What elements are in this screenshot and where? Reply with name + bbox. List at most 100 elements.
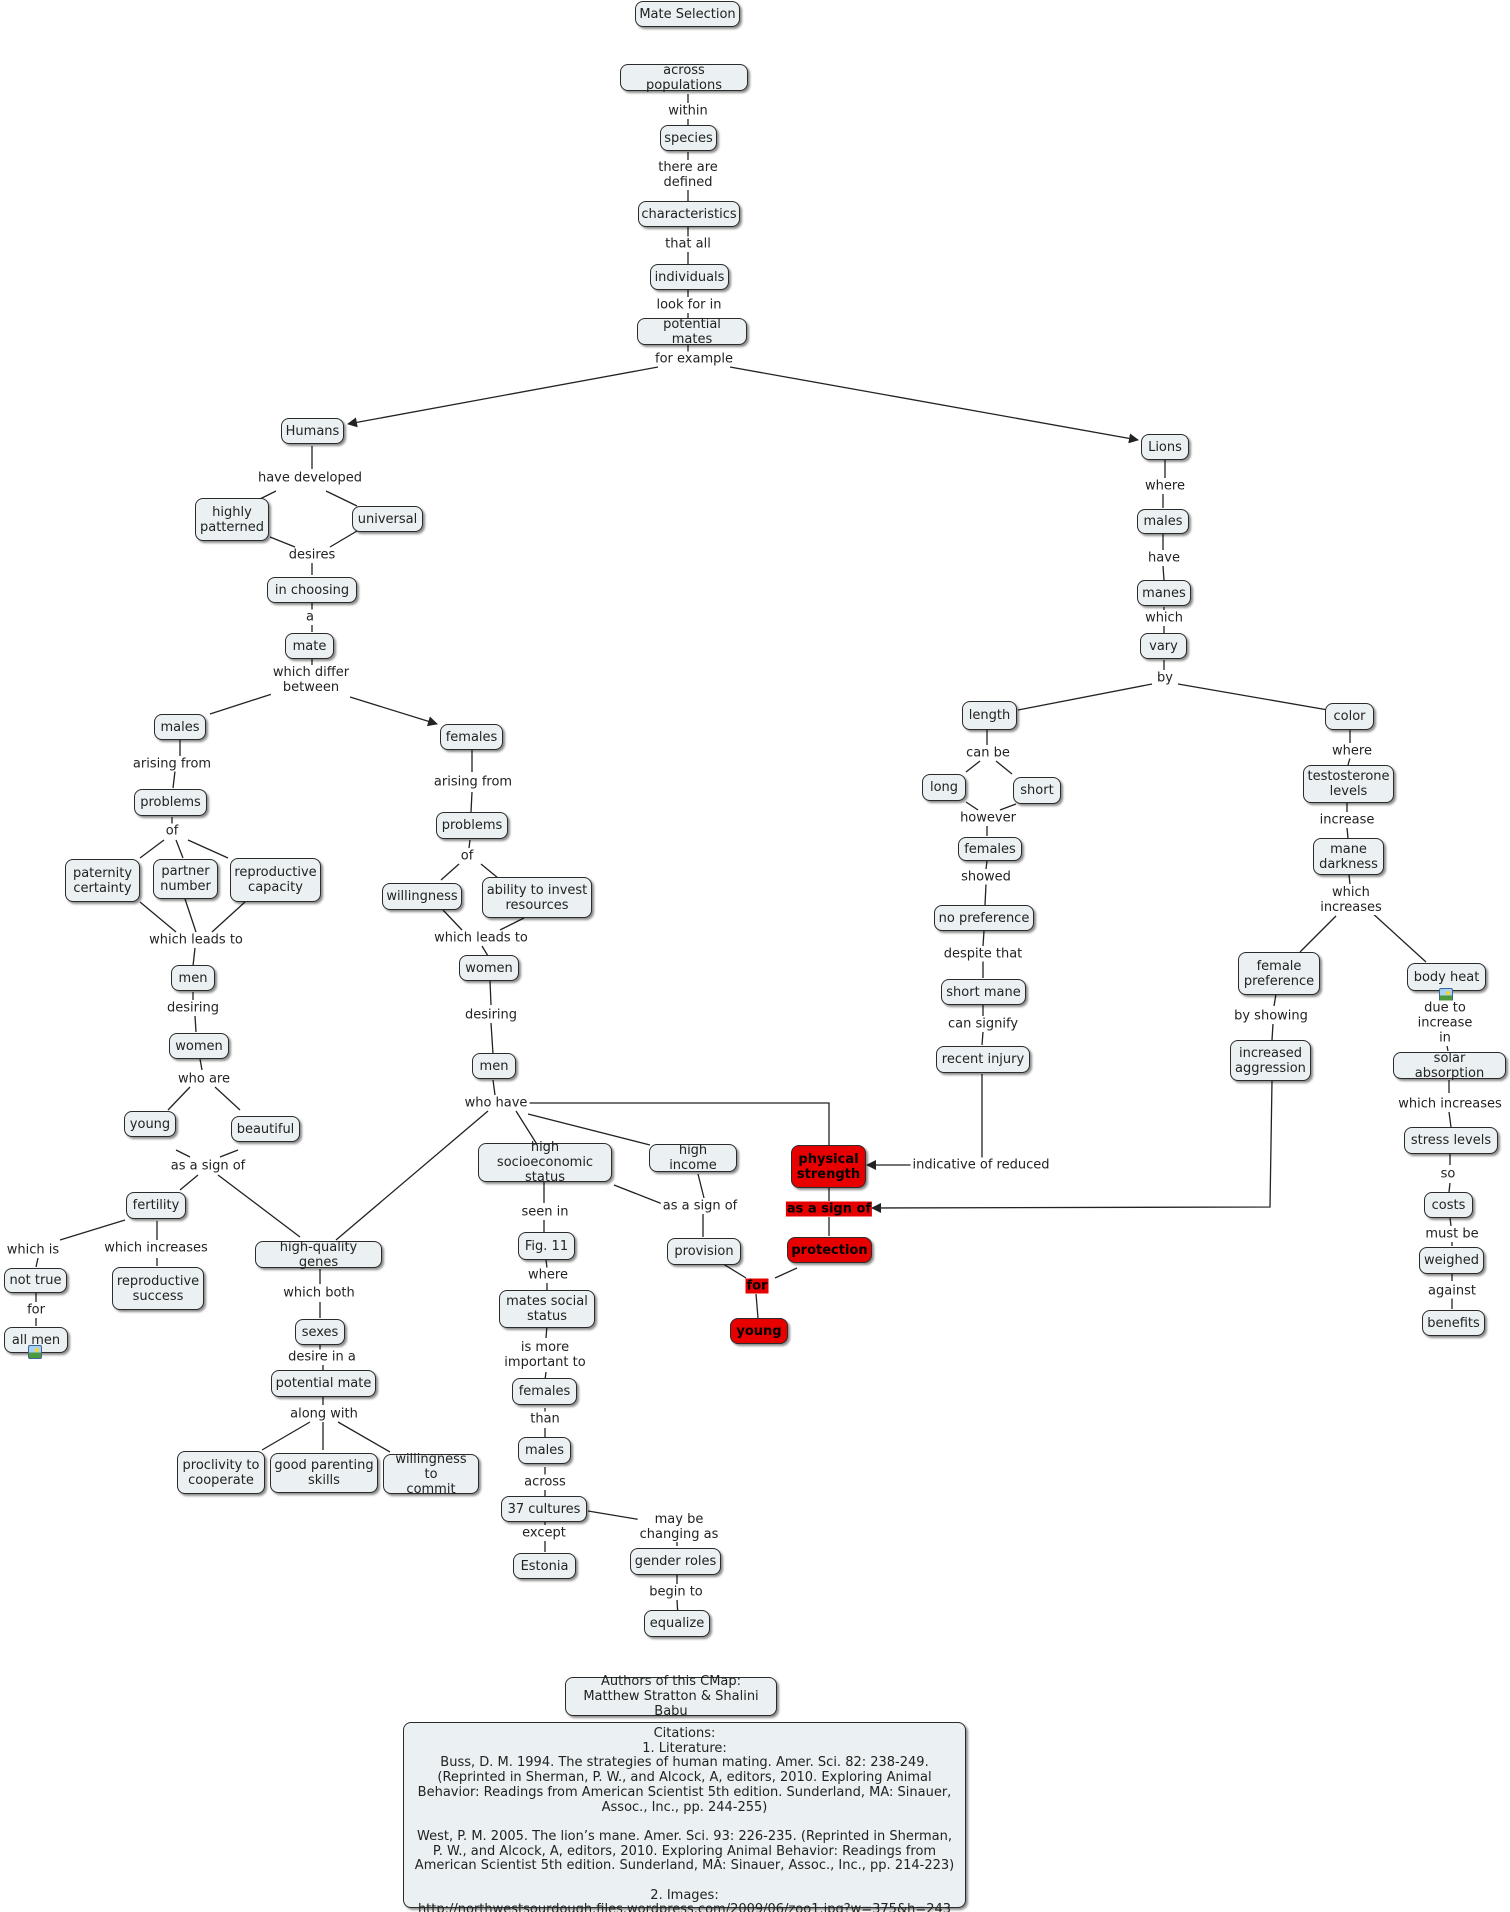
citations-box: Citations: 1. Literature: Buss, D. M. 19… — [403, 1722, 966, 1912]
link-label: look for in — [654, 297, 724, 313]
concept-males-status[interactable]: males — [518, 1437, 571, 1464]
concept-young[interactable]: young — [124, 1111, 176, 1137]
concept-potential-mate[interactable]: potential mate — [271, 1370, 376, 1397]
concept-willingness[interactable]: willingness — [382, 883, 462, 910]
link-label: as a sign of — [168, 1158, 248, 1174]
concept-increased-aggression[interactable]: increased aggression — [1230, 1040, 1311, 1081]
concept-weighed[interactable]: weighed — [1419, 1247, 1484, 1274]
link-label: is more important to — [502, 1340, 588, 1370]
concept-equalize[interactable]: equalize — [644, 1610, 710, 1637]
concept-short[interactable]: short — [1013, 777, 1061, 804]
concept-potential-mates[interactable]: potential mates — [637, 317, 747, 347]
concept-mates-social-status[interactable]: mates social status — [499, 1290, 595, 1328]
concept-willingness-to-commit[interactable]: willingness to commit — [383, 1452, 479, 1497]
concept-manes[interactable]: manes — [1137, 580, 1191, 606]
concept-lions[interactable]: Lions — [1141, 434, 1189, 460]
concept-individuals[interactable]: individuals — [650, 264, 729, 290]
concept-good-parenting-skills[interactable]: good parenting skills — [270, 1453, 378, 1493]
link-label: may be changing as — [637, 1512, 721, 1542]
concept-men-males[interactable]: men — [171, 965, 215, 991]
concept-female-preference[interactable]: female preference — [1238, 952, 1320, 995]
concept-vary[interactable]: vary — [1140, 633, 1187, 659]
link-label: within — [666, 103, 710, 119]
concept-males-lions[interactable]: males — [1137, 509, 1189, 534]
concept-high-quality-genes[interactable]: high-quality genes — [255, 1240, 382, 1270]
concept-highly-patterned[interactable]: highly patterned — [195, 498, 269, 541]
concept-body-heat[interactable]: body heat — [1407, 963, 1486, 991]
concept-species[interactable]: species — [660, 125, 717, 151]
link-label: which increases — [1318, 885, 1384, 915]
concept-characteristics[interactable]: characteristics — [638, 201, 740, 227]
link-label: a — [304, 609, 316, 625]
concept-mate-selection[interactable]: Mate Selection — [635, 1, 740, 27]
concept-women-males[interactable]: women — [169, 1033, 229, 1059]
link-label: however — [958, 810, 1018, 826]
link-label: that all — [663, 236, 713, 252]
concept-solar-absorption[interactable]: solar absorption — [1393, 1051, 1506, 1081]
concept-mane-darkness[interactable]: mane darkness — [1313, 838, 1384, 875]
concept-young-red[interactable]: young — [730, 1318, 788, 1344]
concept-mate[interactable]: mate — [285, 633, 334, 659]
concept-females-status[interactable]: females — [512, 1378, 577, 1405]
link-label: begin to — [647, 1584, 705, 1600]
link-label: against — [1426, 1283, 1478, 1299]
concept-paternity-certainty[interactable]: paternity certainty — [65, 859, 140, 902]
concept-37-cultures[interactable]: 37 cultures — [501, 1496, 587, 1522]
concept-men-females[interactable]: men — [472, 1053, 516, 1079]
image-icon[interactable] — [28, 1345, 42, 1359]
concept-long[interactable]: long — [922, 774, 966, 801]
link-label: except — [520, 1525, 568, 1541]
concept-high-income[interactable]: high income — [649, 1143, 737, 1173]
concept-ability-to-invest-resources[interactable]: ability to invest resources — [482, 877, 592, 918]
concept-provision[interactable]: provision — [667, 1238, 741, 1265]
link-label: which differ between — [270, 665, 352, 695]
concept-sexes[interactable]: sexes — [295, 1319, 345, 1345]
concept-not-true[interactable]: not true — [4, 1268, 67, 1293]
concept-in-choosing[interactable]: in choosing — [267, 577, 357, 603]
link-label: increase — [1317, 812, 1377, 828]
concept-color[interactable]: color — [1325, 703, 1374, 730]
concept-gender-roles[interactable]: gender roles — [630, 1548, 721, 1575]
link-label: along with — [288, 1406, 360, 1422]
link-label: desire in a — [286, 1349, 358, 1365]
concept-reproductive-capacity[interactable]: reproductive capacity — [230, 858, 321, 902]
concept-partner-number[interactable]: partner number — [153, 859, 218, 899]
link-label: which increases — [1396, 1096, 1504, 1112]
concept-fertility[interactable]: fertility — [126, 1192, 186, 1219]
concept-stress-levels[interactable]: stress levels — [1404, 1127, 1498, 1154]
concept-across-populations[interactable]: across populations — [620, 63, 748, 93]
concept-females[interactable]: females — [440, 724, 503, 750]
concept-problems-males[interactable]: problems — [134, 789, 207, 816]
concept-reproductive-success[interactable]: reproductive success — [112, 1267, 204, 1310]
concept-no-preference[interactable]: no preference — [934, 905, 1034, 931]
link-label: can signify — [945, 1016, 1021, 1032]
concept-costs[interactable]: costs — [1424, 1192, 1473, 1218]
concept-benefits[interactable]: benefits — [1422, 1310, 1485, 1336]
concept-physical-strength[interactable]: physical strength — [791, 1145, 866, 1188]
link-label: which both — [281, 1285, 357, 1301]
link-label: must be — [1423, 1226, 1481, 1242]
concept-fig-11[interactable]: Fig. 11 — [518, 1232, 575, 1260]
link-label: which leads to — [147, 932, 245, 948]
link-label: despite that — [941, 946, 1025, 962]
concept-proclivity-to-cooperate[interactable]: proclivity to cooperate — [177, 1451, 265, 1494]
concept-short-mane[interactable]: short mane — [941, 979, 1026, 1005]
concept-males[interactable]: males — [154, 714, 206, 740]
concept-universal[interactable]: universal — [352, 506, 423, 532]
concept-beautiful[interactable]: beautiful — [231, 1116, 300, 1142]
concept-humans[interactable]: Humans — [281, 418, 344, 444]
concept-testosterone-levels[interactable]: testosterone levels — [1303, 765, 1394, 803]
link-label: where — [1143, 478, 1187, 494]
concept-females-lions[interactable]: females — [958, 837, 1022, 861]
concept-high-socioeconomic-status[interactable]: high socioeconomic status — [478, 1140, 612, 1185]
concept-length[interactable]: length — [962, 701, 1017, 730]
concept-women-females[interactable]: women — [459, 955, 519, 981]
concept-recent-injury[interactable]: recent injury — [936, 1046, 1030, 1073]
link-label: can be — [964, 745, 1012, 761]
link-label: arising from — [431, 774, 515, 790]
concept-protection[interactable]: protection — [787, 1237, 872, 1263]
link-label-red: as a sign of — [785, 1201, 873, 1217]
concept-problems-females[interactable]: problems — [436, 812, 508, 839]
link-label: desiring — [164, 1000, 222, 1016]
concept-estonia[interactable]: Estonia — [513, 1553, 576, 1579]
